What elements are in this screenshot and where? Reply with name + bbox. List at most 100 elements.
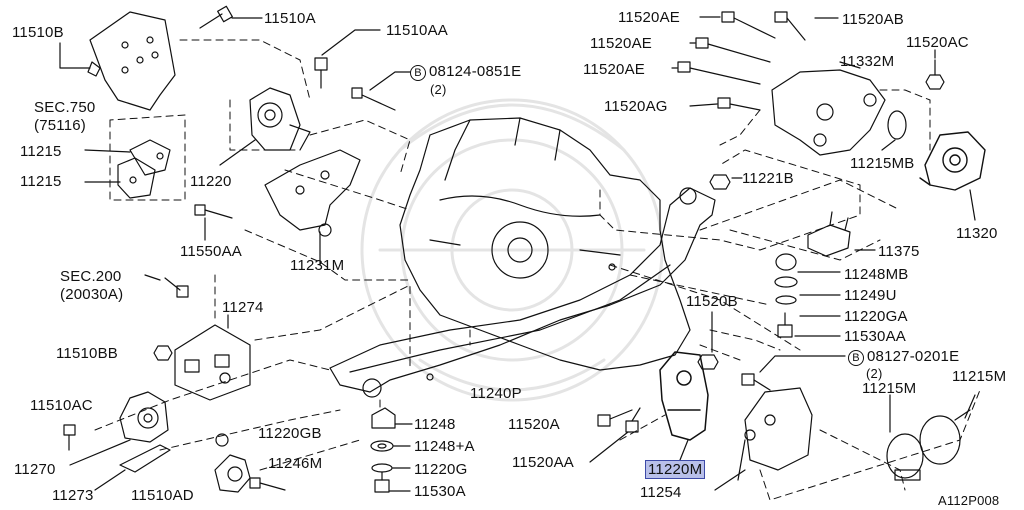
bolt-11550aa xyxy=(194,204,233,219)
part-label-11510aa[interactable]: 11510AA xyxy=(386,22,449,39)
part-label-11240p[interactable]: 11240P xyxy=(470,385,522,402)
part-label-11270[interactable]: 11270 xyxy=(14,461,56,478)
part-label-11215mb[interactable]: 11215MB xyxy=(850,155,915,172)
part-label-11520aa[interactable]: 11520AA xyxy=(512,454,575,471)
part-label-11550aa[interactable]: 11550AA xyxy=(180,243,243,260)
part-label-11530a[interactable]: 11530A xyxy=(414,483,466,500)
figure-code: A112P008 xyxy=(938,493,1000,508)
part-label-11231m[interactable]: 11231M xyxy=(290,257,345,274)
leader-11510b xyxy=(59,42,91,69)
part-ref-sec750: (75116) xyxy=(34,117,86,134)
part-label-11520ac[interactable]: 11520AC xyxy=(906,34,969,51)
bolt-11510a xyxy=(199,5,233,29)
bolt-08127 xyxy=(741,373,771,391)
part-label-11220ga[interactable]: 11220GA xyxy=(844,308,908,325)
bolt-ref-b-badge-2: B xyxy=(848,350,864,366)
part-label-11220[interactable]: 11220 xyxy=(190,173,232,190)
leader-11215m xyxy=(889,394,976,433)
leader-stack-right xyxy=(794,271,841,337)
bolts-11520ae xyxy=(677,11,806,111)
part-label-11220m-highlighted[interactable]: 11220M xyxy=(645,460,706,479)
part-label-11332m[interactable]: 11332M xyxy=(840,53,895,70)
leader-11220 xyxy=(219,139,256,166)
bracket-11273 xyxy=(119,444,171,473)
mount-11220 xyxy=(249,87,311,151)
part-label-sec200[interactable]: SEC.200 xyxy=(60,268,122,285)
part-label-11215m-right[interactable]: 11215M xyxy=(952,368,1007,385)
part-label-11221b[interactable]: 11221B xyxy=(742,170,794,187)
part-label-11530aa[interactable]: 11530AA xyxy=(844,328,907,345)
part-ref-sec200: (20030A) xyxy=(60,286,124,303)
part-label-11375[interactable]: 11375 xyxy=(878,243,920,260)
part-label-11520ab[interactable]: 11520AB xyxy=(842,11,905,28)
bolt-11520aa xyxy=(625,407,641,433)
part-label-11246m[interactable]: 11246M xyxy=(268,455,323,472)
leader-11254 xyxy=(714,469,746,491)
leader-11320 xyxy=(969,189,976,221)
leader-11332m xyxy=(839,61,861,69)
part-label-11274[interactable]: 11274 xyxy=(222,299,264,316)
bolt-sec200 xyxy=(164,277,189,298)
leader-11520aa xyxy=(589,431,629,463)
part-label-11248-plus-a[interactable]: 11248+A xyxy=(414,438,475,455)
part-label-11215m-left[interactable]: 11215M xyxy=(862,380,917,397)
part-label-11254[interactable]: 11254 xyxy=(640,484,682,501)
bolt-11520ac xyxy=(925,59,945,90)
part-label-11520b[interactable]: 11520B xyxy=(686,293,738,310)
part-number-08127: 08127-0201E xyxy=(867,348,960,365)
bolt-ref-b-badge: B xyxy=(410,65,426,81)
part-label-11248mb[interactable]: 11248MB xyxy=(844,266,909,283)
mount-11320 xyxy=(919,131,986,191)
bracket-11254 xyxy=(737,387,813,481)
leader-11273 xyxy=(94,469,126,491)
bolt-08124 xyxy=(351,87,396,111)
nut-11520b xyxy=(697,354,719,370)
part-label-11510ad[interactable]: 11510AD xyxy=(131,487,194,504)
bolt-11510aa xyxy=(314,57,328,89)
washer-11215mb xyxy=(887,110,907,140)
part-label-11320[interactable]: 11320 xyxy=(956,225,998,242)
part-label-11273[interactable]: 11273 xyxy=(52,487,94,504)
part-label-11215-top[interactable]: 11215 xyxy=(20,143,62,160)
crossmember-11240p xyxy=(329,187,716,398)
part-label-11510a[interactable]: 11510A xyxy=(264,10,316,27)
part-label-11510ac[interactable]: 11510AC xyxy=(30,397,93,414)
leader-11270 xyxy=(69,439,131,466)
bolt-11510ad xyxy=(249,477,286,491)
bracket-11332m xyxy=(771,69,886,156)
mount-11220m xyxy=(659,351,709,441)
part-label-11520ae-1[interactable]: 11520AE xyxy=(618,9,681,26)
part-label-11510bb[interactable]: 11510BB xyxy=(56,345,119,362)
dashed-guides xyxy=(94,39,981,501)
leader-11215 xyxy=(84,149,131,183)
part-label-11510b[interactable]: 11510B xyxy=(12,24,64,41)
part-11375 xyxy=(807,211,851,257)
part-label-11220gb[interactable]: 11220GB xyxy=(258,425,322,442)
part-label-11249u[interactable]: 11249U xyxy=(844,287,897,304)
part-label-11248[interactable]: 11248 xyxy=(414,416,456,433)
bracket-11274 xyxy=(174,324,251,401)
leader-sec200 xyxy=(144,274,161,281)
leader-stack-left xyxy=(389,423,413,492)
part-label-11520ae-3[interactable]: 11520AE xyxy=(583,61,646,78)
mount-stack-11248 xyxy=(370,407,396,493)
part-label-sec750[interactable]: SEC.750 xyxy=(34,99,96,116)
leader-11510aa xyxy=(321,29,381,56)
bolt-11520a xyxy=(597,409,633,427)
leader-11215mb xyxy=(881,139,896,151)
bolt-11510ac xyxy=(63,424,76,451)
watermark-logo xyxy=(360,98,664,402)
part-label-11215-bottom[interactable]: 11215 xyxy=(20,173,62,190)
leader-top-bolts xyxy=(671,16,839,107)
part-label-11520ag[interactable]: 11520AG xyxy=(604,98,668,115)
part-qty-08127: (2) xyxy=(866,366,883,381)
bracket-11231m xyxy=(264,149,361,237)
leader-08124 xyxy=(369,71,411,91)
part-label-11520a[interactable]: 11520A xyxy=(508,416,560,433)
part-label-11220g[interactable]: 11220G xyxy=(414,461,468,478)
part-label-11520ae-2[interactable]: 11520AE xyxy=(590,35,653,52)
